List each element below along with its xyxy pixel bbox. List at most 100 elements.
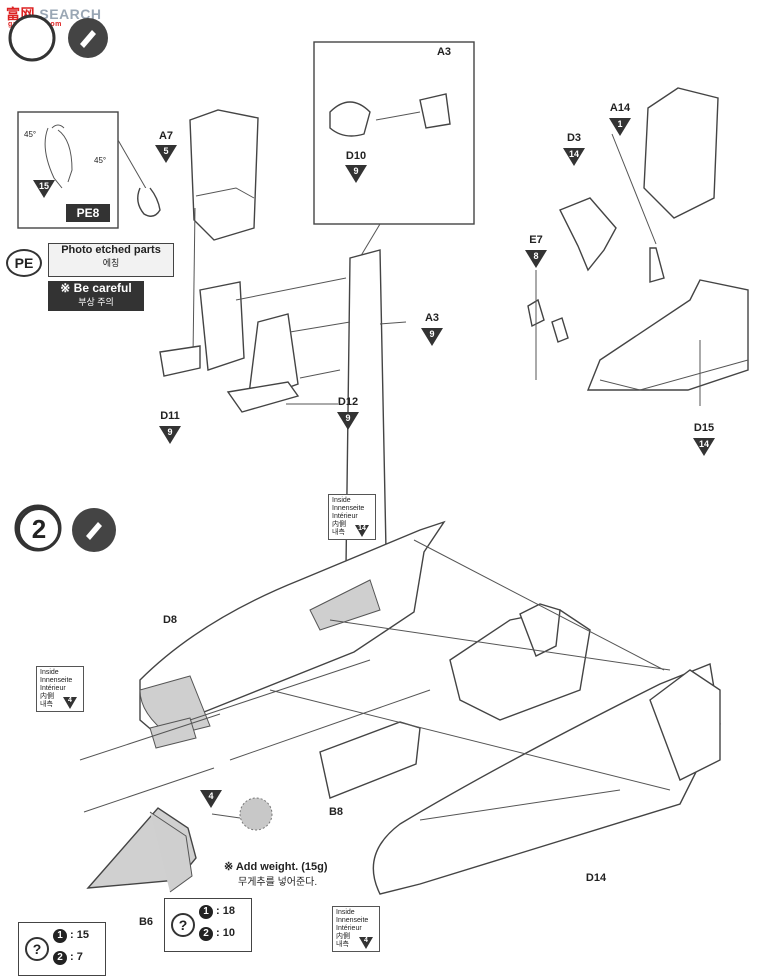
paint-e7: 8 <box>525 250 547 268</box>
cockpit-tub <box>449 609 591 721</box>
be-careful-en: ※ Be careful <box>60 281 132 295</box>
part-d15 <box>586 279 749 391</box>
inside-bottom-paint: 4 <box>359 937 373 949</box>
mix-left-row2: 2 : 7 <box>53 951 83 965</box>
label-a3-top: A3 <box>436 46 452 58</box>
step1-number <box>10 16 48 54</box>
part-d11 <box>199 281 245 371</box>
inside-bottom-paint-value: 4 <box>364 937 368 944</box>
watermark-prefix: 富 <box>6 6 21 22</box>
question-icon: ? <box>171 913 195 937</box>
label-e7: E7 <box>529 234 543 246</box>
label-d14: D14 <box>585 872 607 884</box>
label-d11: D11 <box>160 410 180 422</box>
seat-assembled <box>643 87 719 219</box>
inside-box-left: Inside Innenseite Intérieur 内側 내측 4 <box>36 666 84 712</box>
angle-45-b: 45° <box>94 156 107 165</box>
paint-a14: 1 <box>609 118 631 136</box>
inside-en: Inside <box>332 497 351 504</box>
label-b6: B6 <box>138 916 154 928</box>
pe8-tag: PE8 <box>66 204 110 222</box>
inside-de: Innenseite <box>336 917 369 924</box>
d8-inside-shade <box>139 675 211 737</box>
inside-jp: 内側 <box>336 933 350 940</box>
paint-a7: 5 <box>155 145 177 163</box>
add-weight-note: ※ Add weight. (15g) 무게추를 넣어준다. <box>224 860 328 888</box>
question-icon: ? <box>25 937 49 961</box>
inside-box-top: Inside Innenseite Intérieur 内側 내측 14 <box>328 494 376 540</box>
inside-kr: 내측 <box>336 941 349 948</box>
paint-a3-mid: 9 <box>421 328 443 346</box>
inside-fr: Intérieur <box>336 925 362 932</box>
mix-right-row2: 2 : 10 <box>199 927 235 941</box>
paint-a3-mid-value: 9 <box>429 329 435 339</box>
part-d10 <box>329 101 371 137</box>
paint-d15: 14 <box>693 438 715 456</box>
paint-e7-value: 8 <box>533 251 539 261</box>
inside-kr: 내측 <box>332 529 345 536</box>
label-d3: D3 <box>566 132 582 144</box>
inside-fr: Intérieur <box>40 685 66 692</box>
part-b8 <box>319 721 421 799</box>
photo-etched-en: Photo etched parts <box>61 244 161 256</box>
paint-d3-value: 14 <box>568 149 579 159</box>
part-a3-small <box>419 93 451 129</box>
inside-fr: Intérieur <box>332 513 358 520</box>
pe-badge: PE <box>6 249 42 277</box>
part-a7 <box>189 109 259 241</box>
paint-d12: 9 <box>337 412 359 430</box>
mix-right-row1: 1 : 18 <box>199 905 235 919</box>
pe8-paint: 15 <box>33 180 55 198</box>
inside-top-paint-value: 14 <box>358 525 366 532</box>
pe8-leader <box>117 139 149 193</box>
part-d12 <box>247 313 299 404</box>
inside-jp: 内側 <box>332 521 346 528</box>
mix-left-r2-num: 2 <box>53 951 67 965</box>
be-careful-kr: 부상 주의 <box>78 297 114 307</box>
step2-number: 2 <box>17 507 61 551</box>
part-d14 <box>372 663 721 895</box>
part-e7b <box>551 317 569 343</box>
paint-a7-value: 5 <box>163 146 169 156</box>
paint-d3: 14 <box>563 148 585 166</box>
inside-left-paint-value: 4 <box>68 697 72 704</box>
inside-box-bottom: Inside Innenseite Intérieur 内側 내측 4 <box>332 906 380 952</box>
label-d12: D12 <box>337 396 359 408</box>
label-d8: D8 <box>162 614 178 626</box>
paint-d15-value: 14 <box>698 439 709 449</box>
inside-kr: 내측 <box>40 701 53 708</box>
mix-right-r1-val: 18 <box>222 905 236 917</box>
part-d8 <box>139 520 446 733</box>
label-d15: D15 <box>693 422 715 434</box>
be-careful-note: ※ Be careful 부상 주의 <box>48 281 144 311</box>
inside-de: Innenseite <box>40 677 73 684</box>
paint-d10-value: 9 <box>353 166 359 176</box>
label-a7: A7 <box>158 130 174 142</box>
label-a14: A14 <box>609 102 631 114</box>
mix-left-r1-num: 1 <box>53 929 67 943</box>
part-a14 <box>649 247 665 283</box>
cone-paint-value: 4 <box>208 791 214 801</box>
add-weight-en: ※ Add weight. (15g) <box>224 861 328 873</box>
label-b8: B8 <box>328 806 344 818</box>
watermark-text: SEARCH <box>39 6 102 22</box>
photo-etched-note: Photo etched parts 에칭 <box>48 243 174 277</box>
glue-tube-icon <box>80 30 96 48</box>
pe8-paint-value: 15 <box>38 181 49 191</box>
weight-icon <box>239 797 273 831</box>
inside-en: Inside <box>40 669 59 676</box>
mix-right-r2-val: 10 <box>222 927 236 939</box>
paint-a14-value: 1 <box>617 119 623 129</box>
pe8-bent-part <box>137 187 161 217</box>
mix-left-r1-val: 15 <box>76 929 90 941</box>
paint-mix-left: ? 1 : 15 2 : 7 <box>18 922 106 976</box>
mix-left-row1: 1 : 15 <box>53 929 89 943</box>
paint-mix-right: ? 1 : 18 2 : 10 <box>164 898 252 952</box>
part-d3 <box>559 197 617 272</box>
step1-circle <box>8 14 56 62</box>
label-d10: D10 <box>345 150 367 162</box>
label-a3-mid: A3 <box>424 312 440 324</box>
inside-en: Inside <box>336 909 355 916</box>
